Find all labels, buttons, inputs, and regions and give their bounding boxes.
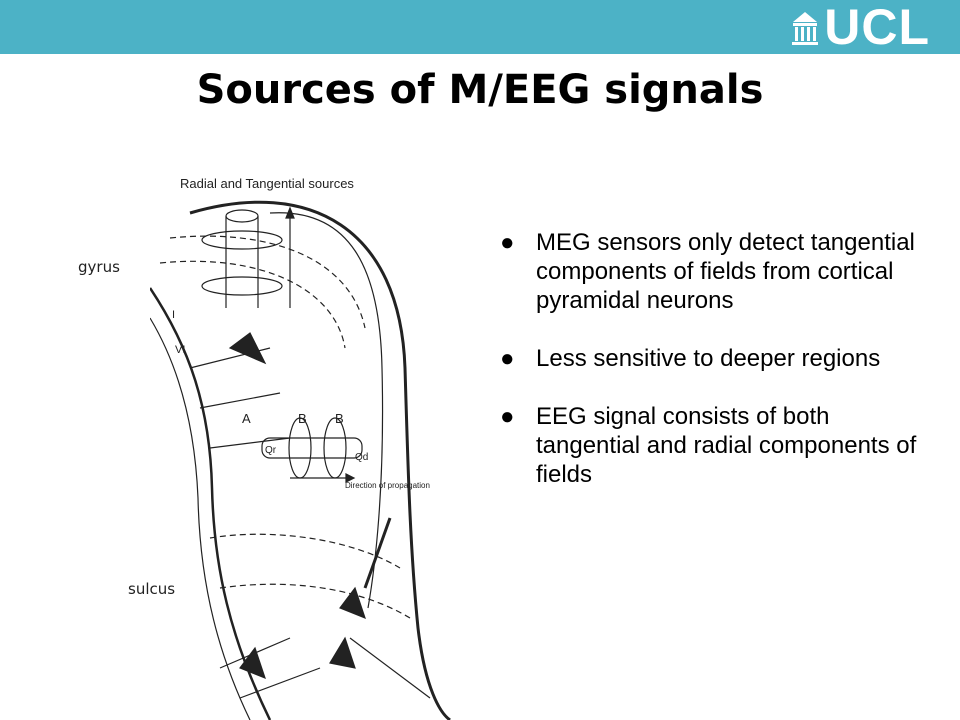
pyramidal-neuron: [239, 646, 266, 680]
label-qd: Qd: [355, 452, 368, 463]
white-matter-curve: [150, 287, 272, 720]
cortex-diagram: Radial and Tangential sources A B B Qr Q…: [150, 176, 451, 720]
label-a: A: [242, 411, 251, 426]
bullet-dot-icon: ●: [500, 345, 515, 372]
figure-caption: Radial and Tangential sources: [180, 176, 354, 191]
layer-line: [159, 260, 346, 349]
white-matter-curve-2: [150, 317, 251, 720]
label-qr: Qr: [265, 445, 277, 456]
radial-line: [239, 667, 321, 699]
bullet-item: ● MEG sensors only detect tangential comp…: [500, 228, 930, 315]
radial-line: [209, 437, 291, 449]
bullet-text: EEG signal consists of both tangential a…: [536, 403, 917, 488]
label-b: B: [335, 411, 344, 426]
tangential-field-loop: [323, 417, 347, 479]
pyramidal-neuron: [339, 586, 366, 620]
slide-title: Sources of M/EEG signals: [196, 67, 764, 113]
tangential-dipole: [261, 437, 363, 459]
apical-dendrite: [363, 517, 392, 589]
bullet-text: MEG sensors only detect tangential compo…: [536, 229, 915, 314]
header-bar: UCL: [0, 0, 960, 54]
label-b: B: [298, 411, 307, 426]
label-layer-i: I: [172, 309, 175, 321]
radial-dipole-top: [225, 209, 259, 223]
bullet-item: ● EEG signal consists of both tangential …: [500, 402, 930, 489]
inner-sulcus-curve: [269, 212, 384, 609]
layer-line: [169, 235, 366, 329]
bullet-dot-icon: ●: [500, 229, 515, 256]
tangential-field-loop: [288, 417, 312, 479]
ucl-logo: UCL: [790, 2, 930, 52]
outer-cortex-curve: [189, 200, 451, 720]
label-layer-vi: VI: [175, 344, 185, 356]
radial-line: [349, 637, 431, 699]
bullet-item: ● Less sensitive to deeper regions: [500, 344, 930, 373]
radial-field-loop: [201, 230, 283, 250]
pyramidal-neuron: [228, 332, 267, 365]
radial-line: [199, 392, 281, 409]
gyrus-label: gyrus: [78, 258, 120, 276]
bullet-dot-icon: ●: [500, 403, 515, 430]
radial-field-loop: [201, 276, 283, 296]
bullet-list: ● MEG sensors only detect tangential comp…: [500, 228, 930, 518]
pyramidal-neuron: [329, 636, 356, 669]
ucl-portico-icon: [792, 12, 819, 45]
layer-line: [209, 533, 401, 569]
layer-line: [219, 583, 411, 619]
logo-text: UCL: [824, 0, 930, 55]
bullet-text: Less sensitive to deeper regions: [536, 345, 881, 372]
label-direction: Direction of propagation: [345, 481, 430, 490]
sulcus-label: sulcus: [128, 580, 176, 598]
